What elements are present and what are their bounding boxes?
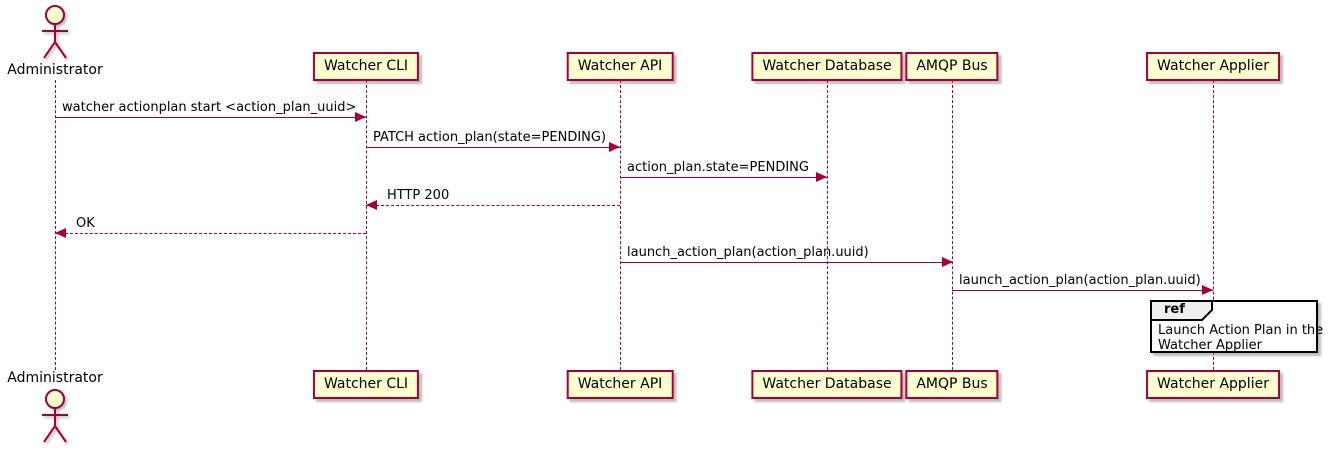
arrowhead-right-icon [942, 257, 953, 267]
participant-watcher-database: Watcher Database [751, 52, 903, 81]
message-http-200: HTTP 200 [366, 188, 620, 210]
message-line [366, 205, 620, 206]
participant-watcher-database-bottom: Watcher Database [751, 370, 903, 399]
message-state-pending: action_plan.state=PENDING [620, 160, 827, 182]
participant-watcher-cli-bottom: Watcher CLI [312, 370, 420, 399]
ref-tab: ref [1150, 300, 1214, 321]
message-start-actionplan: watcher actionplan start <action_plan_uu… [55, 100, 366, 122]
actor-icon-bottom [42, 389, 68, 443]
message-label: launch_action_plan(action_plan.uuid) [627, 245, 869, 260]
message-launch-action-plan-amqp: launch_action_plan(action_plan.uuid) [952, 273, 1213, 295]
ref-fragment: ref Launch Action Plan in the Watcher Ap… [1150, 300, 1323, 353]
lifeline-watcher-api [620, 80, 621, 370]
arrowhead-right-icon [355, 112, 366, 122]
arrowhead-left-icon [366, 200, 377, 210]
lifeline-administrator [55, 80, 56, 370]
message-launch-action-plan-api: launch_action_plan(action_plan.uuid) [620, 245, 953, 267]
message-patch-action-plan: PATCH action_plan(state=PENDING) [366, 130, 620, 152]
participant-watcher-applier: Watcher Applier [1146, 52, 1280, 81]
ref-tab-shape-icon [1150, 300, 1213, 321]
ref-text: Launch Action Plan in the Watcher Applie… [1158, 323, 1323, 353]
participant-amqp-bus: AMQP Bus [905, 52, 999, 81]
message-label: watcher actionplan start <action_plan_uu… [62, 100, 357, 115]
message-label: PATCH action_plan(state=PENDING) [373, 130, 607, 145]
lifeline-watcher-database [827, 80, 828, 370]
message-line [952, 290, 1213, 291]
arrowhead-left-icon [55, 228, 66, 238]
message-line [55, 233, 366, 234]
ref-keyword: ref [1164, 302, 1185, 317]
participant-watcher-applier-bottom: Watcher Applier [1146, 370, 1280, 399]
message-line [55, 117, 366, 118]
lifeline-amqp-bus [952, 80, 953, 370]
participant-watcher-cli: Watcher CLI [312, 52, 420, 81]
participant-amqp-bus-bottom: AMQP Bus [905, 370, 999, 399]
message-label: launch_action_plan(action_plan.uuid) [959, 273, 1201, 288]
actor-label: Administrator [7, 62, 103, 78]
actor-label-bottom: Administrator [7, 370, 103, 386]
arrowhead-right-icon [816, 172, 827, 182]
lifeline-watcher-applier [1213, 80, 1214, 370]
message-ok: OK [55, 216, 366, 238]
message-line [620, 262, 953, 263]
ref-text-line1: Launch Action Plan in the [1158, 323, 1324, 338]
message-line [620, 177, 827, 178]
participant-watcher-api-bottom: Watcher API [566, 370, 674, 399]
arrowhead-right-icon [609, 142, 620, 152]
participant-watcher-api: Watcher API [566, 52, 674, 81]
lifeline-watcher-cli [366, 80, 367, 370]
actor-icon [42, 5, 68, 59]
arrowhead-right-icon [1202, 285, 1213, 295]
ref-text-line2: Watcher Applier [1158, 338, 1262, 353]
message-label: HTTP 200 [387, 188, 450, 203]
message-label: action_plan.state=PENDING [627, 160, 809, 175]
message-label: OK [76, 216, 95, 231]
message-line [366, 147, 620, 148]
